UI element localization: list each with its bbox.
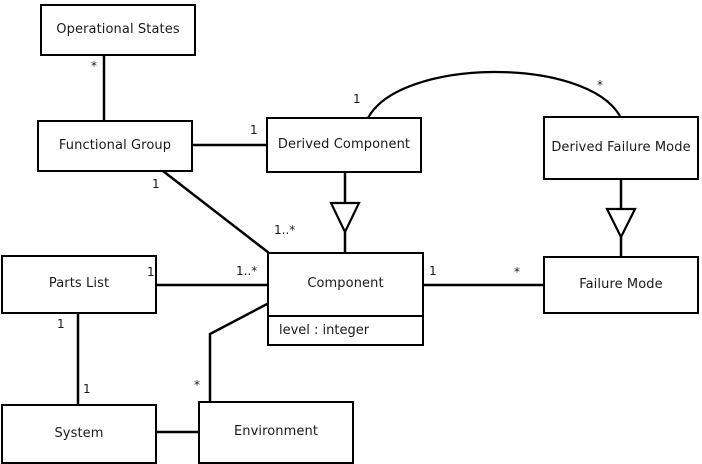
edge-functional-group-component bbox=[162, 170, 270, 254]
class-name-label: Derived Component bbox=[277, 136, 411, 152]
class-name-compartment: Operational States bbox=[42, 6, 194, 54]
class-name-label: Environment bbox=[233, 424, 319, 440]
class-name-label: Parts List bbox=[48, 276, 110, 292]
class-name-label: System bbox=[54, 425, 104, 441]
multiplicity-component-from-parts-list: 1..* bbox=[236, 264, 258, 278]
class-derived-component[interactable]: Derived Component bbox=[266, 117, 422, 173]
multiplicity-system-from-parts-list: 1 bbox=[83, 382, 91, 396]
class-attribute-label: level : integer bbox=[279, 323, 370, 338]
class-derived-failure-mode[interactable]: Derived Failure Mode bbox=[543, 116, 699, 180]
class-name-compartment: Component bbox=[269, 254, 422, 315]
class-system[interactable]: System bbox=[1, 404, 157, 464]
class-name-label: Derived Failure Mode bbox=[551, 139, 691, 155]
multiplicity-derived-failure-mode-arc: * bbox=[597, 78, 603, 92]
edge-derived-component-derived-failure-mode-arc bbox=[367, 70, 621, 119]
class-name-label: Functional Group bbox=[58, 137, 172, 153]
multiplicity-operational-states-functional-group: * bbox=[91, 59, 97, 73]
multiplicity-component-failure-mode: 1 bbox=[429, 264, 437, 278]
multiplicity-functional-group-derived-component: 1 bbox=[250, 123, 258, 137]
class-operational-states[interactable]: Operational States bbox=[40, 4, 196, 56]
generalization-triangle-component bbox=[329, 201, 361, 235]
class-name-compartment: System bbox=[3, 406, 155, 462]
generalization-triangle-failure-mode bbox=[605, 207, 637, 240]
multiplicity-parts-list-system: 1 bbox=[57, 317, 65, 331]
edge-environment-component bbox=[208, 301, 270, 401]
class-functional-group[interactable]: Functional Group bbox=[37, 120, 193, 172]
class-name-label: Component bbox=[307, 276, 384, 292]
multiplicity-environment-component: * bbox=[194, 378, 200, 392]
class-name-compartment: Parts List bbox=[3, 257, 155, 312]
class-parts-list[interactable]: Parts List bbox=[1, 255, 157, 314]
multiplicity-derived-component-arc: 1 bbox=[353, 92, 361, 106]
class-name-compartment: Failure Mode bbox=[545, 258, 697, 312]
class-attribute-compartment: level : integer bbox=[269, 315, 422, 344]
class-failure-mode[interactable]: Failure Mode bbox=[543, 256, 699, 314]
multiplicity-failure-mode-from-component: * bbox=[514, 265, 520, 279]
class-name-compartment: Environment bbox=[200, 403, 352, 462]
class-component[interactable]: Component level : integer bbox=[267, 252, 424, 346]
class-name-label: Operational States bbox=[56, 21, 180, 37]
class-name-compartment: Derived Component bbox=[268, 119, 420, 171]
multiplicity-parts-list-component: 1 bbox=[147, 265, 155, 279]
class-name-label: Failure Mode bbox=[579, 276, 663, 292]
class-environment[interactable]: Environment bbox=[198, 401, 354, 464]
class-name-compartment: Functional Group bbox=[39, 122, 191, 170]
multiplicity-functional-group-component: 1 bbox=[152, 177, 160, 191]
multiplicity-component-from-functional-group: 1..* bbox=[274, 223, 296, 237]
class-name-compartment: Derived Failure Mode bbox=[545, 118, 697, 178]
